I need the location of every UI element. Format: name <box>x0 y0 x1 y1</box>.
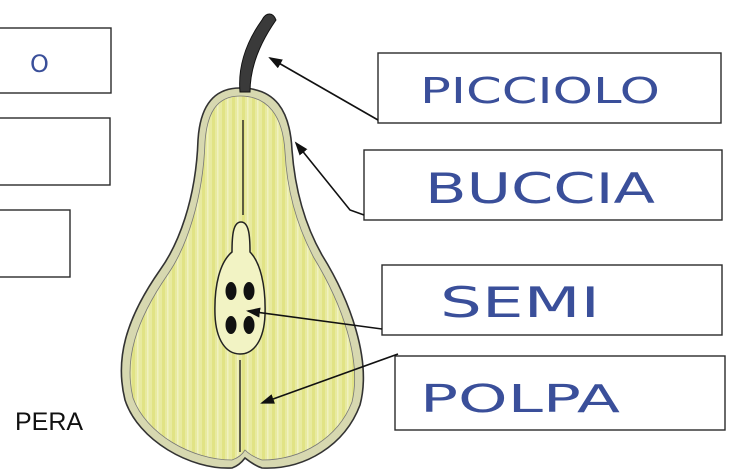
label-polpa-text: POLPA <box>420 377 620 421</box>
pear-stem <box>240 14 276 92</box>
seed-4 <box>244 316 255 334</box>
label-semi-text: SEMI <box>440 278 600 327</box>
label-picciolo-text: PICCIOLO <box>420 71 660 112</box>
arrow-buccia <box>296 143 364 215</box>
label-left-1-text: O <box>30 50 49 78</box>
label-box-left-3 <box>0 210 70 277</box>
seed-3 <box>226 316 237 334</box>
seed-2 <box>244 282 255 300</box>
label-box-left-2 <box>0 118 110 185</box>
diagram-title: PERA <box>15 408 83 436</box>
label-box-left-1 <box>0 28 111 93</box>
seed-1 <box>226 282 237 300</box>
label-buccia-text: BUCCIA <box>425 164 655 213</box>
arrow-picciolo <box>270 58 378 120</box>
